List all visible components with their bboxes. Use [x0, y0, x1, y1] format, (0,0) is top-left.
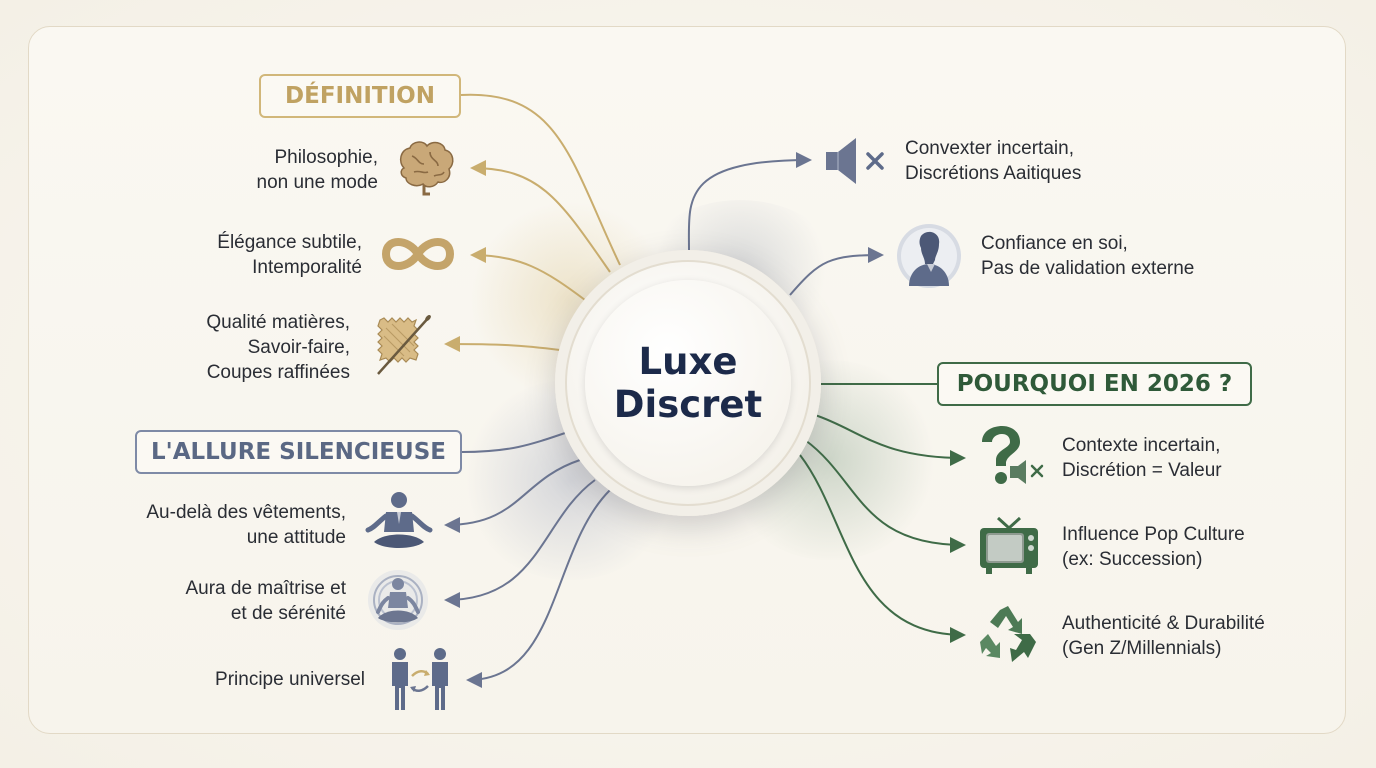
central-title: Luxe Discret	[613, 340, 763, 426]
people-exchange-icon	[392, 648, 448, 710]
allure-item-principe: Principe universel	[215, 669, 365, 690]
connector-convexter	[687, 152, 812, 251]
definition-heading: DÉFINITION	[259, 74, 461, 118]
allure-item-aura: Aura de maîtrise et et de sérénité	[185, 578, 346, 624]
recycle-icon	[980, 606, 1036, 662]
connector-authenticite	[799, 454, 966, 643]
connector-attitude	[444, 459, 581, 533]
question-mute-icon	[982, 426, 1044, 484]
central-hub-inner: Luxe Discret	[585, 280, 791, 486]
connector-principe	[466, 489, 611, 688]
meditating-businessman-icon	[365, 492, 433, 548]
connector-aura	[444, 479, 596, 608]
pourquoi-item-authenticite: Authenticité & Durabilité (Gen Z/Millenn…	[1062, 613, 1265, 659]
tv-icon	[980, 516, 1038, 574]
allure-item-attitude: Au-delà des vêtements, une attitude	[146, 502, 346, 548]
central-hub: Luxe Discret	[555, 250, 821, 516]
definition-item-elegance: Élégance subtile, Intemporalité	[217, 232, 362, 278]
top-right-item-convexter: Convexter incertain, Discrétions Aaitiqu…	[905, 138, 1082, 184]
infinity-icon	[381, 238, 455, 270]
connector-definition	[460, 93, 621, 266]
connector-influence	[804, 439, 966, 553]
connector-elegance	[470, 247, 586, 301]
connector-contexte	[814, 414, 966, 466]
definition-item-qualite: Qualité matières, Savoir-faire, Coupes r…	[206, 312, 350, 383]
meditation-aura-icon	[368, 570, 428, 630]
connector-philosophie	[470, 160, 611, 273]
connector-qualite	[444, 336, 561, 353]
pourquoi-item-contexte: Contexte incertain, Discrétion = Valeur	[1062, 435, 1222, 481]
pourquoi-heading: POURQUOI EN 2026 ?	[937, 362, 1252, 406]
top-right-item-confiance: Confiance en soi, Pas de validation exte…	[981, 233, 1195, 279]
muted-speaker-icon	[826, 138, 884, 184]
allure-heading: L'ALLURE SILENCIEUSE	[135, 430, 462, 474]
brain-icon	[399, 141, 454, 196]
woman-profile-icon	[897, 224, 961, 288]
connector-allure	[461, 431, 569, 453]
definition-item-philosophie: Philosophie, non une mode	[256, 147, 379, 193]
fabric-needle-icon	[377, 314, 431, 375]
pourquoi-item-influence: Influence Pop Culture (ex: Succession)	[1062, 524, 1245, 570]
connector-confiance	[789, 247, 884, 296]
